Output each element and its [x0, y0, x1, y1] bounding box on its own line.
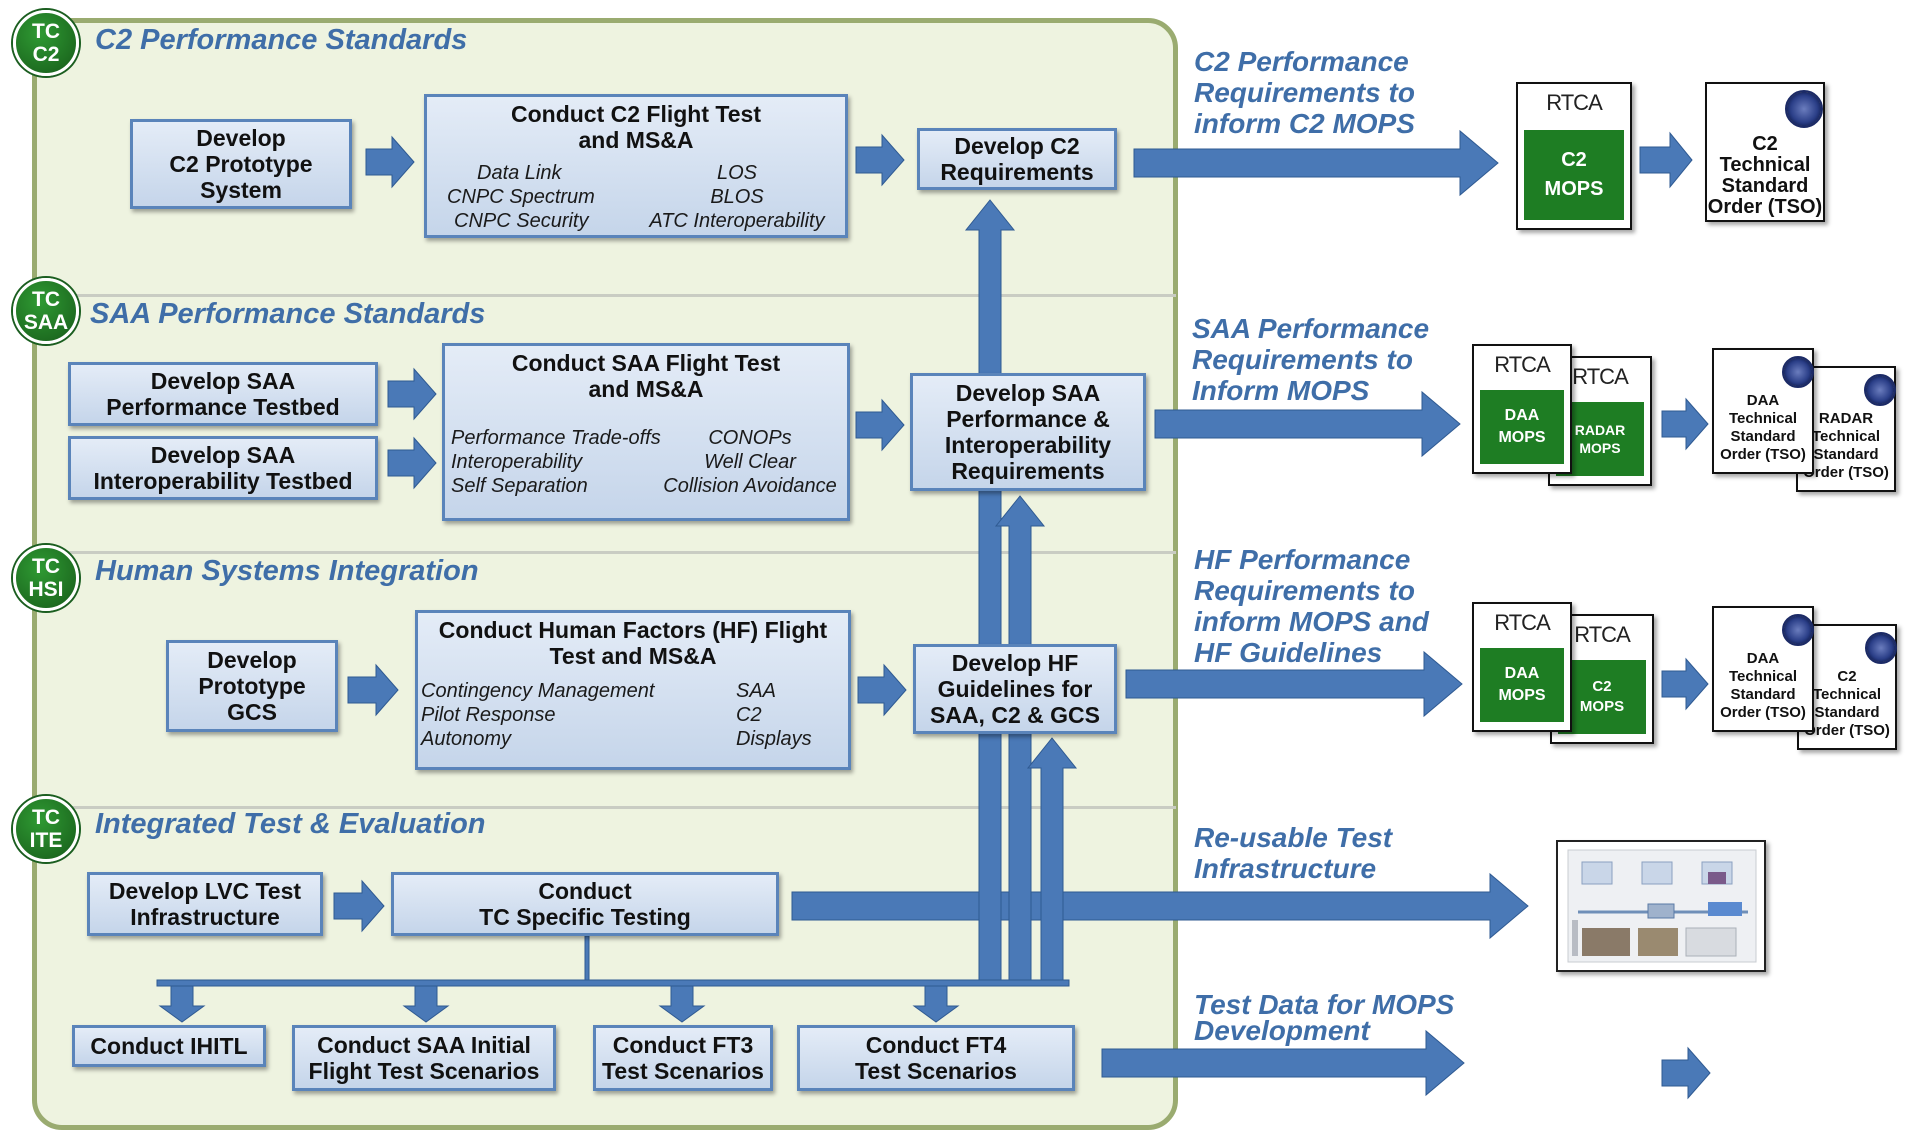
c2-test-items-left: Data Link CNPC Spectrum CNPC Security — [447, 162, 595, 232]
section-title-hsi: Human Systems Integration — [95, 555, 479, 587]
rtca-logo: RTCA — [1572, 364, 1629, 389]
arrow-right — [857, 663, 907, 717]
arrow-right — [855, 398, 905, 452]
saa-test-items-right: CONOPs Well Clear Collision Avoidance — [663, 427, 837, 497]
rtca-logo: RTCA — [1494, 610, 1551, 635]
arrow-right — [333, 879, 385, 933]
arrow-right-output — [791, 872, 1529, 940]
connector-line — [584, 935, 590, 981]
arrow-up — [964, 199, 1016, 985]
arrow-right — [387, 367, 437, 421]
section-divider — [52, 551, 1176, 554]
faa-seal-icon — [1785, 90, 1823, 128]
arrow-down — [158, 985, 206, 1023]
hf-test-items-left: Contingency Management Pilot Response Au… — [421, 680, 655, 750]
arrow-right-output — [1101, 1029, 1465, 1097]
faa-seal-icon — [1782, 614, 1814, 646]
arrow-right-output — [1125, 650, 1463, 718]
arrow-right — [1661, 397, 1709, 451]
arrow-right-output — [1154, 390, 1461, 458]
section-title-saa: SAA Performance Standards — [90, 298, 486, 330]
arrow-down — [912, 985, 960, 1023]
arrow-right — [347, 663, 399, 717]
arrow-right — [365, 135, 415, 189]
rtca-logo: RTCA — [1546, 90, 1603, 115]
section-divider — [52, 806, 1176, 809]
saa-test-items-left: Performance Trade-offs Interoperability … — [451, 427, 661, 497]
rtca-logo: RTCA — [1494, 352, 1551, 377]
section-divider — [52, 294, 1176, 297]
arrow-right — [1639, 131, 1693, 189]
faa-seal-icon — [1865, 632, 1897, 664]
arrow-right — [1661, 657, 1709, 711]
conduct-ihitl-box: Conduct IHITL — [72, 1025, 266, 1067]
arrow-right — [387, 436, 437, 490]
hf-test-items-right: SAA C2 Displays — [736, 680, 812, 750]
faa-seal-icon — [1864, 374, 1896, 406]
arrow-right-output — [1133, 129, 1499, 197]
arrow-right — [855, 133, 905, 187]
c2-test-items-right: LOS BLOS ATC Interoperability — [649, 162, 825, 232]
arrow-down — [658, 985, 706, 1023]
arrow-up — [1026, 737, 1078, 985]
arrow-right — [1661, 1046, 1711, 1100]
arrow-up — [994, 495, 1046, 985]
arrow-down — [402, 985, 450, 1023]
rtca-logo: RTCA — [1574, 622, 1631, 647]
section-title-c2: C2 Performance Standards — [95, 24, 468, 56]
section-title-ite: Integrated Test & Evaluation — [95, 808, 486, 840]
test-infrastructure-diagram-image — [1556, 840, 1766, 972]
connector-bar — [156, 979, 1070, 987]
faa-seal-icon — [1782, 356, 1814, 388]
